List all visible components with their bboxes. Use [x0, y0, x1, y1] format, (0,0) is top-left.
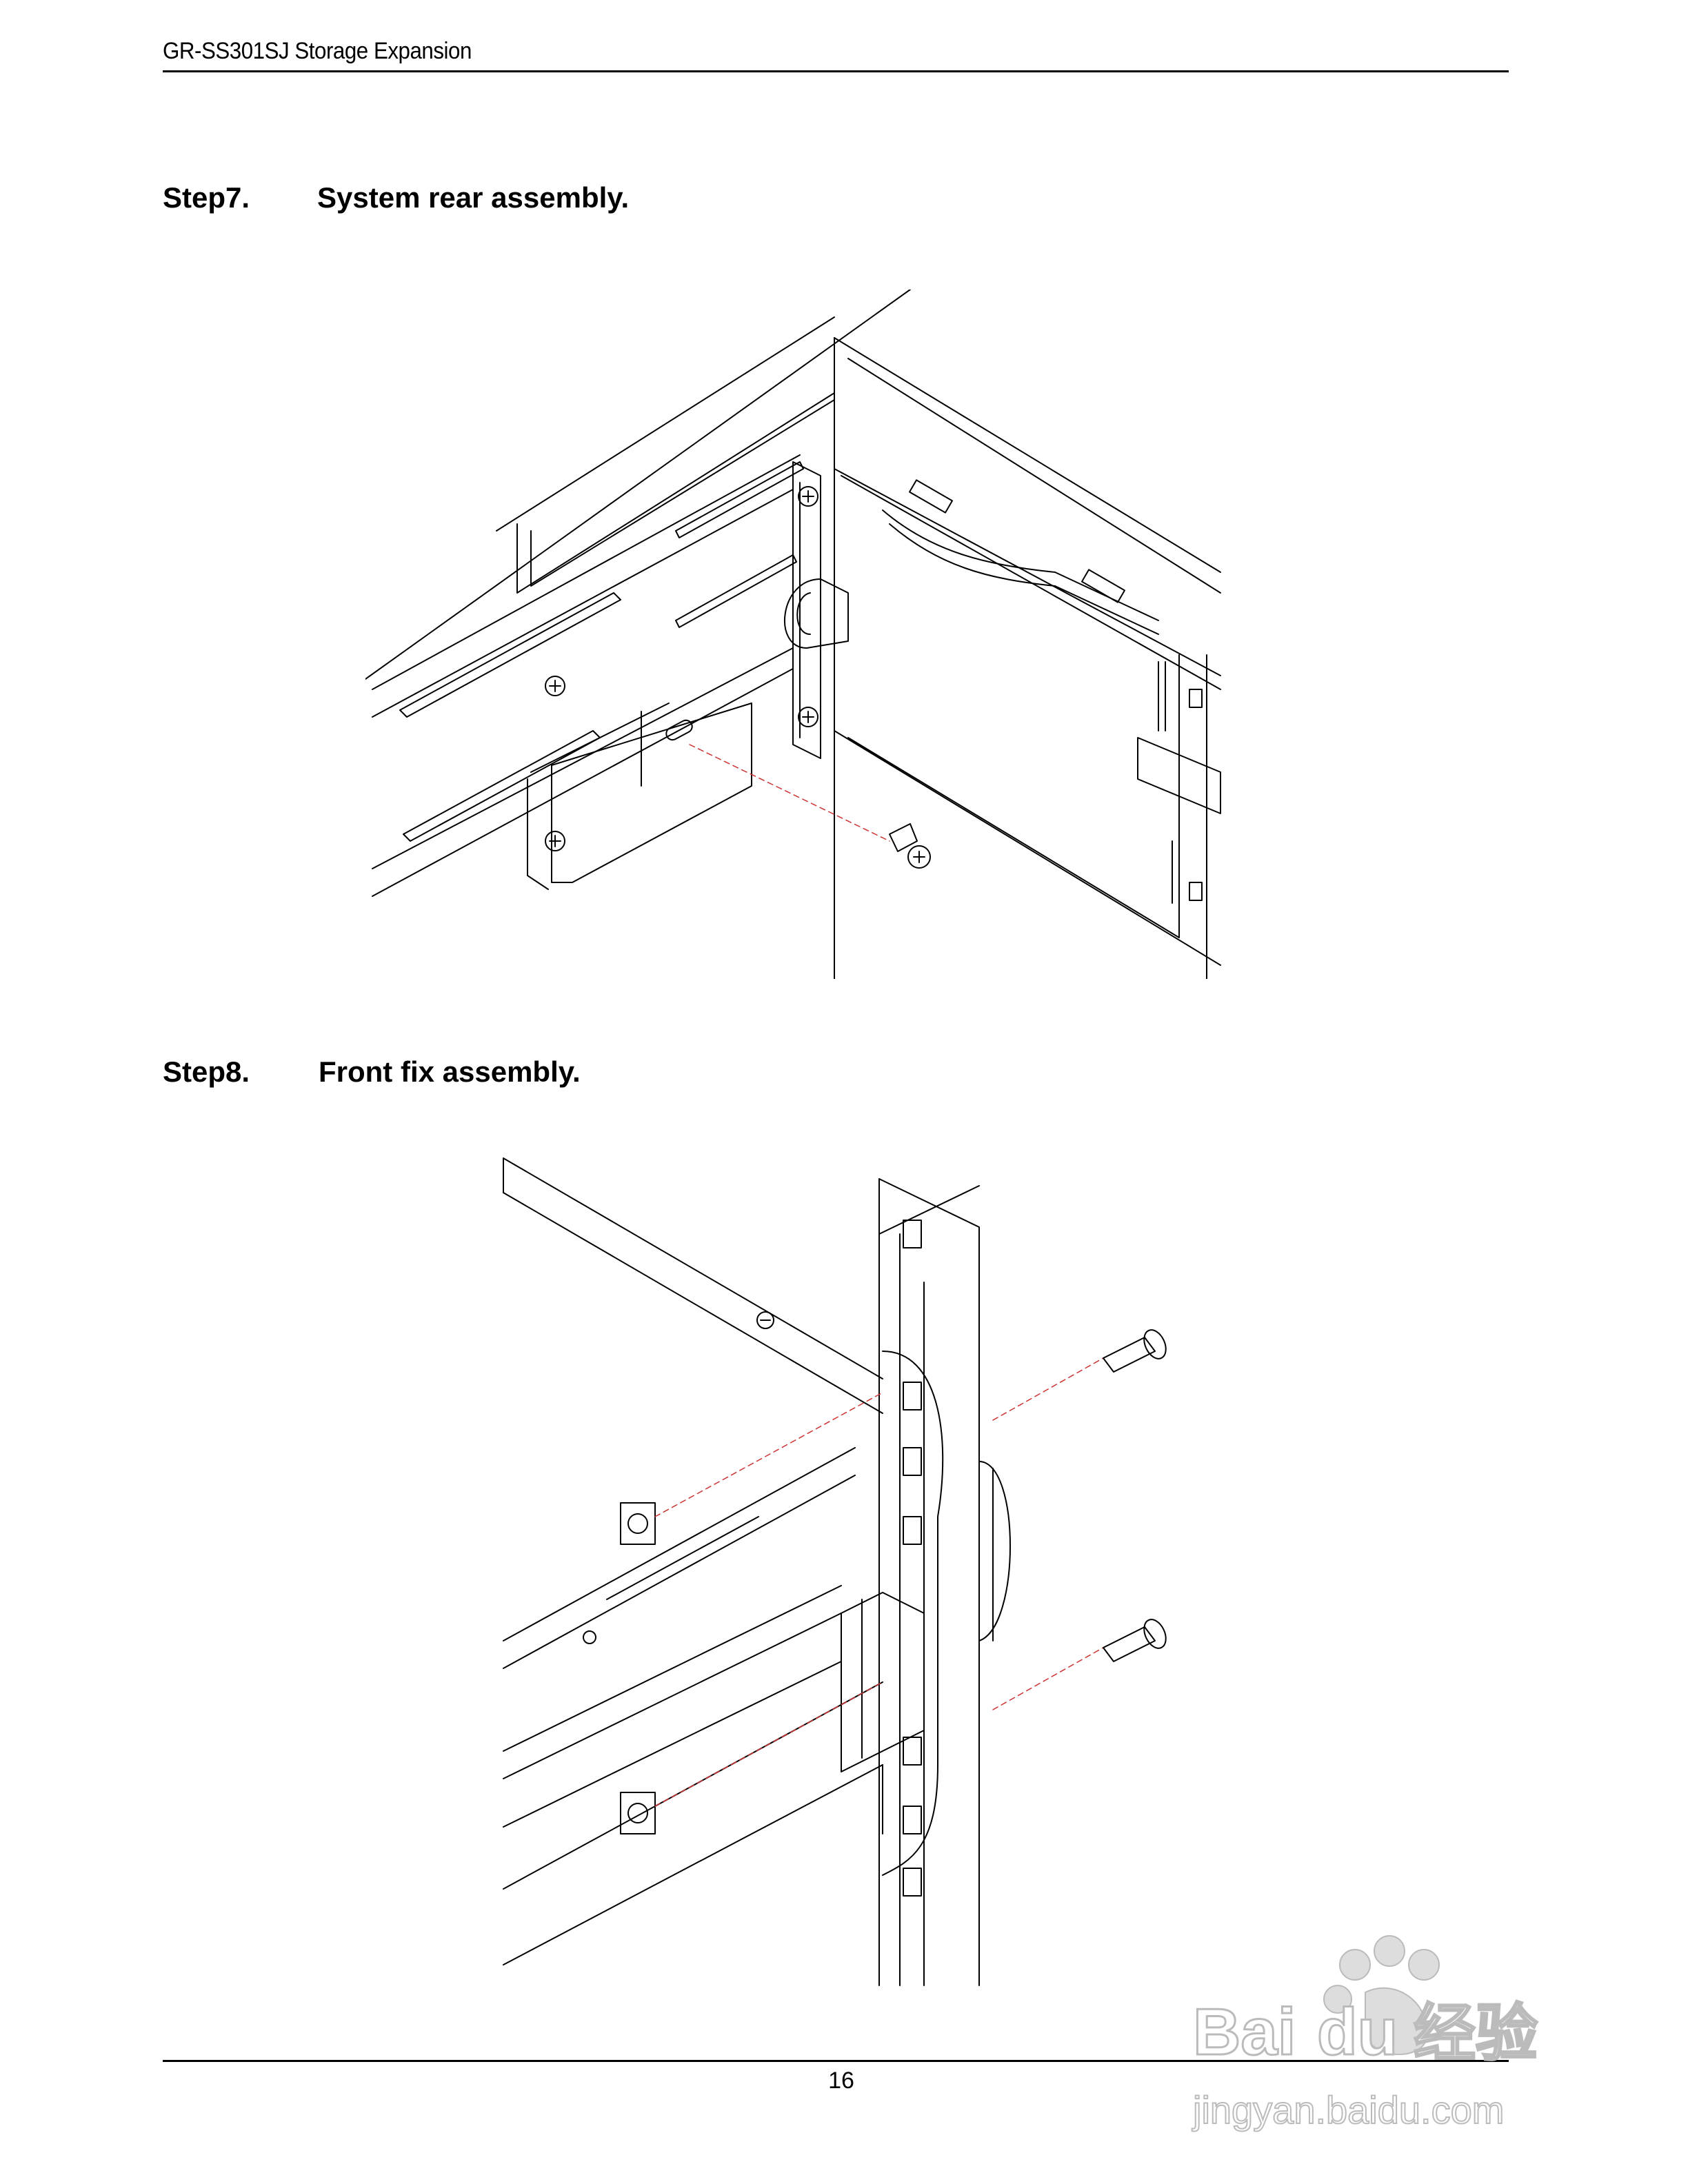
svg-text:经验: 经验: [1414, 1997, 1538, 2070]
step8-front-fix-illustration: [503, 1157, 1167, 1986]
step8-number: Step8.: [163, 1055, 250, 1088]
step8-title: Front fix assembly.: [319, 1055, 581, 1088]
step7-rear-assembly-illustration: [365, 290, 1221, 979]
document-header-title: GR-SS301SJ Storage Expansion: [163, 38, 472, 64]
header-rule: [163, 70, 1509, 72]
svg-text:du: du: [1317, 1995, 1398, 2069]
footer-rule: [163, 2060, 1509, 2062]
svg-text:Bai: Bai: [1193, 1995, 1296, 2069]
baidu-jingyan-watermark: Bai du 经验 jingyan.baidu.com: [1191, 1935, 1539, 2132]
step7-title: System rear assembly.: [317, 181, 630, 214]
page-number: 16: [828, 2067, 854, 2094]
svg-text:jingyan.baidu.com: jingyan.baidu.com: [1192, 2088, 1504, 2132]
step7-number: Step7.: [163, 181, 250, 214]
